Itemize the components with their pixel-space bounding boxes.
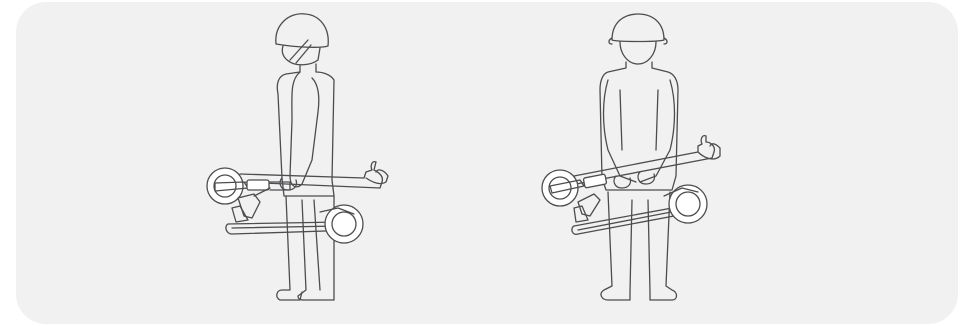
- helmet-front-icon: [609, 14, 667, 64]
- person-torso-front-icon: [600, 62, 678, 190]
- folded-scooter-front-icon: [542, 136, 720, 235]
- person-legs-front-icon: [601, 192, 676, 300]
